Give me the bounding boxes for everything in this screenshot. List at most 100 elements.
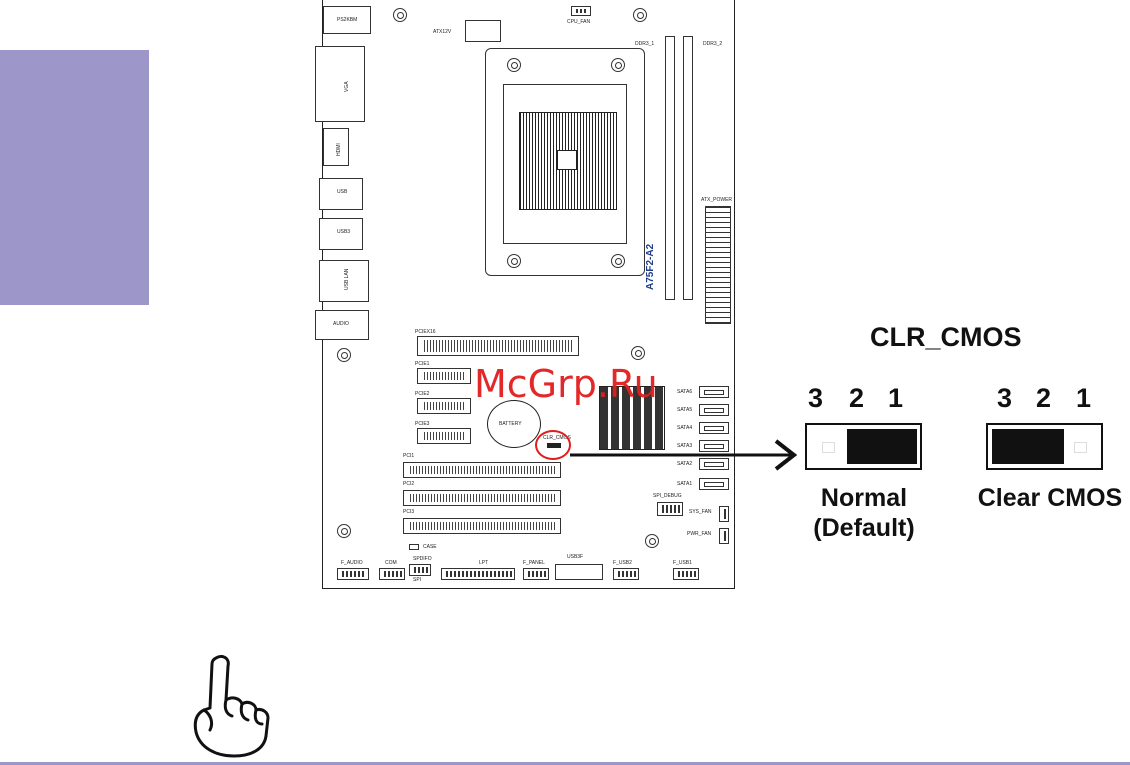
sata1-port [699,478,729,490]
clr-cmos-highlight-circle [535,430,571,460]
pin-number: 2 [849,383,865,413]
label-hdmi: HDMI [336,143,342,156]
label-usb3: USB3 [337,229,351,235]
pcie1-slot [417,368,471,384]
open-pin [1074,442,1087,453]
caption-normal-line1: Normal [820,484,908,512]
caption-clear-line1: Clear CMOS [977,484,1123,512]
pcie3-slot [417,428,471,444]
pciex16-slot [417,336,579,356]
label-sata5: SATA5 [677,407,693,413]
ps2-port [323,6,371,34]
jumper-cap [992,429,1064,464]
caption-clear: Clear CMOS [964,483,1130,513]
pin-number: 1 [888,383,904,413]
atx-power-connector [705,206,731,324]
label-battery: BATTERY [499,421,522,427]
mounting-hole [337,348,351,362]
label-pci3: PCI3 [403,509,415,515]
hand-pointer-icon [193,654,270,758]
pin-number: 3 [808,383,824,413]
label-f-panel: F_PANEL [523,560,545,566]
f-usb1-header [673,568,699,580]
socket-hole [611,58,625,72]
jumper-title: CLR_CMOS [870,322,1022,352]
label-pcie1: PCIE1 [415,361,430,367]
cmos-battery [487,400,541,448]
label-usb: USB [337,189,348,195]
label-sata6: SATA6 [677,389,693,395]
label-sata4: SATA4 [677,425,693,431]
pin-number: 3 [997,383,1013,413]
label-spi-debug: SPI_DEBUG [653,493,682,499]
label-audio: AUDIO [333,321,349,327]
socket-hole [507,254,521,268]
label-spi: SPI [413,577,422,583]
pci3-slot [403,518,561,534]
lpt-header [441,568,515,580]
pcie2-slot [417,398,471,414]
label-lpt: LPT [479,560,489,566]
sys-fan-header [719,506,729,522]
jumper-cap [847,429,917,464]
mounting-hole [631,346,645,360]
sata3-port [699,440,729,452]
label-spdifo: SPDIFO [413,556,432,562]
sata4-port [699,422,729,434]
label-ddr3-2: DDR3_2 [703,41,723,47]
socket-hole [611,254,625,268]
label-atx12v: ATX12V [433,29,452,35]
label-com: COM [385,560,397,566]
label-usb3f: USB3F [567,554,584,560]
pci2-slot [403,490,561,506]
mounting-hole [337,524,351,538]
label-pwr-fan: PWR_FAN [687,531,712,537]
spdifo-header [409,564,431,576]
label-sata1: SATA1 [677,481,693,487]
atx12v-connector [465,20,501,42]
label-vga: VGA [344,81,350,92]
sata6-port [699,386,729,398]
board-model: A75F2-A2 [645,243,656,290]
usb3-port [319,218,363,250]
caption-normal-line2: (Default) [813,514,915,542]
section-tab [0,50,149,305]
case-header [409,544,419,550]
usb-port [319,178,363,210]
motherboard-layout: PS2KBM VGA HDMI USB USB3 USB LAN AUDIO A… [315,0,735,589]
usb3f-header [555,564,603,580]
label-ddr3-1: DDR3_1 [635,41,655,47]
label-sata2: SATA2 [677,461,693,467]
label-pci1: PCI1 [403,453,415,459]
label-pci2: PCI2 [403,481,415,487]
label-case: CASE [423,544,437,550]
f-panel-header [523,568,549,580]
label-f-usb2: F_USB2 [613,560,632,566]
mounting-hole [645,534,659,548]
audio-port [315,310,369,340]
label-usb-lan: USB LAN [344,268,350,290]
socket-hole [507,58,521,72]
jumper-clear [986,423,1103,470]
f-usb2-header [613,568,639,580]
chipset-heatsink [599,386,665,450]
label-pcie3: PCIE3 [415,421,430,427]
hdmi-port [323,128,349,166]
watermark: McGrp.Ru [474,362,658,406]
f-audio-header [337,568,369,580]
label-pcie2: PCIE2 [415,391,430,397]
cpu-socket-center [557,150,577,170]
sata2-port [699,458,729,470]
pwr-fan-header [719,528,729,544]
label-sys-fan: SYS_FAN [689,509,712,515]
com-header [379,568,405,580]
pointer-arrow [570,439,798,471]
sata5-port [699,404,729,416]
label-f-audio: F_AUDIO [341,560,363,566]
ddr3-slot-2 [683,36,693,300]
pin-number: 2 [1036,383,1052,413]
label-cpu-fan: CPU_FAN [567,19,591,25]
pin-number: 1 [1076,383,1092,413]
spi-debug-header [657,502,683,516]
label-ps2kbm: PS2KBM [337,17,358,23]
